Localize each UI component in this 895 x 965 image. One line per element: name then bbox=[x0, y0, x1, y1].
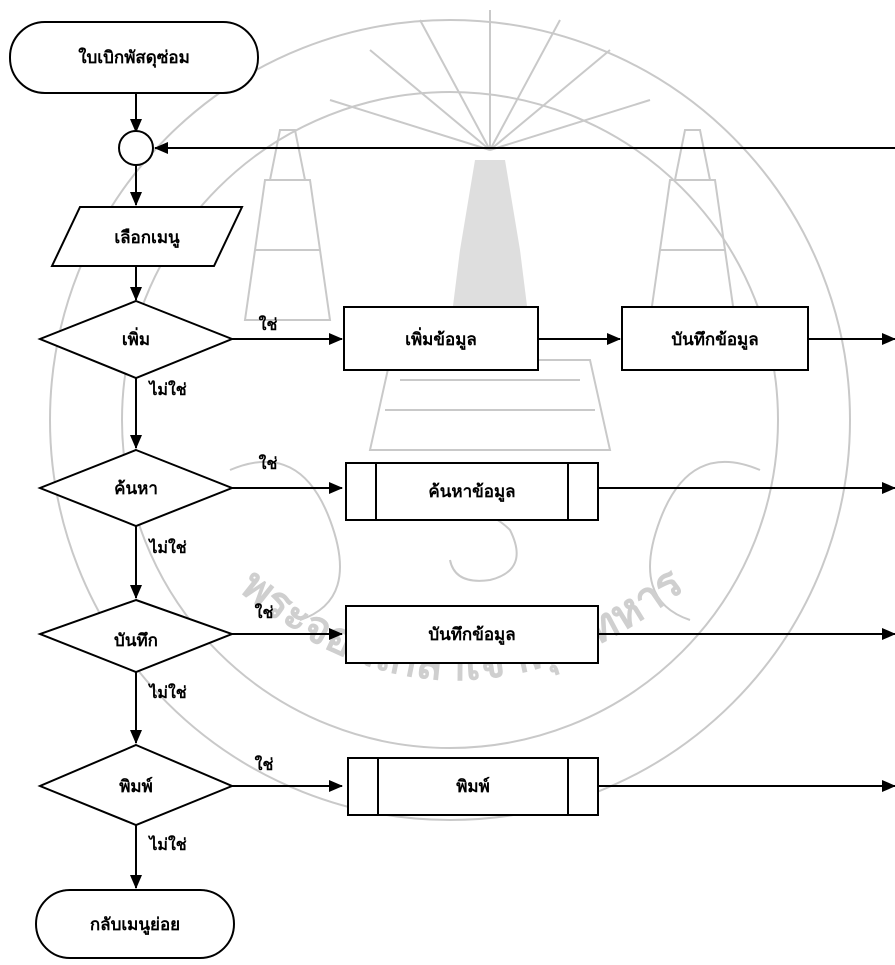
process-save-data-1: บันทึกข้อมูล bbox=[621, 306, 809, 371]
end-label: กลับเมนูย่อย bbox=[90, 915, 180, 936]
predefined-process-search-data: ค้นหาข้อมูล bbox=[345, 462, 599, 521]
print-proc-label: พิมพ์ bbox=[456, 776, 490, 797]
decision-save: บันทึก bbox=[37, 598, 235, 674]
start-terminal: ใบเบิกพัสดุซ่อม bbox=[9, 21, 259, 94]
decision-print-label: พิมพ์ bbox=[119, 776, 153, 797]
watermark-flourish bbox=[229, 460, 761, 621]
watermark-left-pagoda bbox=[243, 129, 332, 321]
watermark-right-pagoda bbox=[648, 129, 737, 321]
junction-connector bbox=[118, 130, 154, 166]
decision-add: เพิ่ม bbox=[37, 299, 235, 380]
search-data-label: ค้นหาข้อมูล bbox=[428, 482, 515, 503]
process-add-data: เพิ่มข้อมูล bbox=[343, 306, 539, 371]
edge-label-save-no: ไม่ใช่ bbox=[147, 683, 186, 702]
edge-label-print-yes: ใช่ bbox=[255, 755, 274, 774]
decision-print: พิมพ์ bbox=[37, 743, 235, 827]
select-menu-label: เลือกเมนู bbox=[114, 227, 180, 249]
process-save-data-2: บันทึกข้อมูล bbox=[345, 605, 599, 664]
decision-search: ค้นหา bbox=[37, 448, 235, 528]
end-terminal: กลับเมนูย่อย bbox=[35, 889, 235, 959]
process-save-data-2-label: บันทึกข้อมูล bbox=[428, 625, 515, 646]
watermark-emblem-numeral bbox=[439, 511, 518, 582]
edge-label-add-yes: ใช่ bbox=[259, 315, 278, 334]
process-add-data-label: เพิ่มข้อมูล bbox=[405, 327, 477, 351]
watermark-central-spire bbox=[450, 160, 530, 330]
edge-label-add-no: ไม่ใช่ bbox=[147, 380, 186, 399]
watermark-sun-rays bbox=[329, 10, 651, 151]
predefined-process-print: พิมพ์ bbox=[347, 757, 599, 816]
process-save-data-1-label: บันทึกข้อมูล bbox=[671, 330, 758, 351]
connectors bbox=[130, 93, 895, 889]
watermark-crown bbox=[368, 359, 612, 451]
watermark-outer-ring bbox=[49, 19, 851, 821]
select-menu-input: เลือกเมนู bbox=[50, 206, 244, 267]
edge-label-search-yes: ใช่ bbox=[259, 454, 278, 473]
decision-add-label: เพิ่ม bbox=[122, 327, 150, 350]
edge-label-search-no: ไม่ใช่ bbox=[147, 538, 186, 557]
decision-save-label: บันทึก bbox=[114, 631, 158, 651]
edge-label-print-no: ไม่ใช่ bbox=[147, 835, 186, 854]
decision-search-label: ค้นหา bbox=[114, 479, 158, 499]
edge-label-save-yes: ใช่ bbox=[255, 603, 274, 622]
watermark-inner-ring bbox=[121, 91, 779, 749]
start-label: ใบเบิกพัสดุซ่อม bbox=[78, 47, 190, 68]
